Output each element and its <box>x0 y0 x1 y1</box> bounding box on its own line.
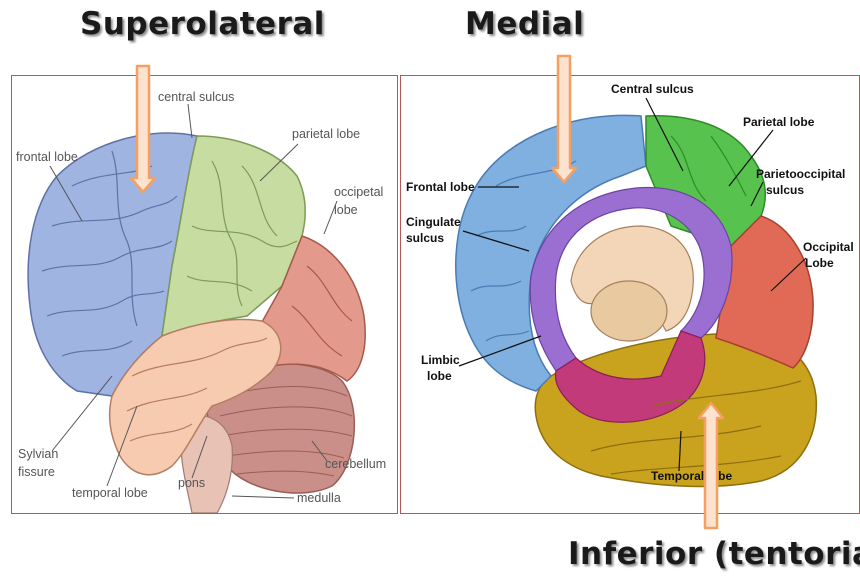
superolateral-arrow-icon <box>131 66 155 192</box>
medial-arrow-icon <box>552 56 576 182</box>
inferior-arrow-icon <box>699 403 723 528</box>
